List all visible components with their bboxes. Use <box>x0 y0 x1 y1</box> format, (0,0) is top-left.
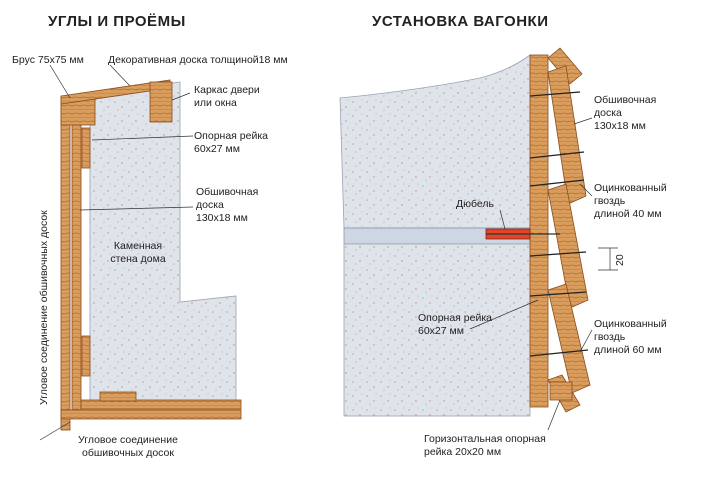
clapboards <box>547 47 591 413</box>
support-rail-left <box>81 127 91 169</box>
right-title: УСТАНОВКА ВАГОНКИ <box>372 13 549 30</box>
bottom-sheathing-inner <box>80 399 242 410</box>
beam-label: Брус 75х75 мм <box>12 54 84 66</box>
stone-wall-upper <box>339 54 531 229</box>
corner-vertical-label: Угловое соединение обшивочных досок <box>38 210 50 405</box>
inner-vertical-sheathing <box>71 117 82 411</box>
opening-frame <box>149 81 173 123</box>
deco-board-label: Декоративная доска толщиной18 мм <box>108 54 288 66</box>
left-drawing <box>39 64 242 441</box>
horizontal-rail <box>549 381 573 401</box>
stone-wall-lower <box>343 243 531 417</box>
bottom-sheathing-outer <box>60 409 242 420</box>
right-drawing <box>339 47 618 431</box>
support-rail-left-lower <box>81 335 91 377</box>
dowel-label: Дюбель <box>456 198 494 210</box>
outer-vertical-sheathing <box>60 99 71 431</box>
left-title: УГЛЫ И ПРОЁМЫ <box>48 13 186 30</box>
gap-dimension-label: 20 <box>614 254 626 266</box>
bottom-rail <box>99 391 137 402</box>
